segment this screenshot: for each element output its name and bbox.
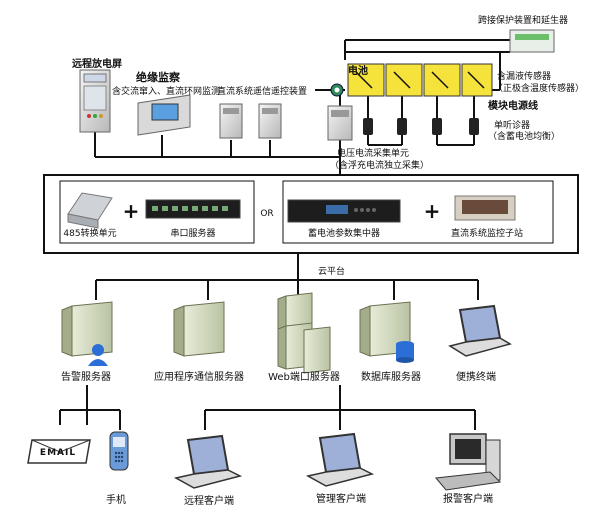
leak-sensor-label-1: 含漏液传感器 [497, 72, 552, 82]
app-server-label: 应用程序通信服务器 [154, 372, 244, 383]
cross-protection-device [509, 29, 555, 53]
alarm-client-desktop [435, 433, 502, 491]
dc-monitor-station [454, 195, 516, 221]
alarm-server-label: 告警服务器 [61, 372, 111, 383]
plus-icon-2: + [424, 199, 441, 223]
single-diag-label-2: （含蓄电池均衡） [488, 132, 561, 142]
cloud-bus [59, 253, 479, 430]
battery-clamps [363, 118, 479, 135]
email-label: EMAIL [39, 448, 77, 458]
portable-terminal [448, 304, 512, 357]
leak-sensor-label-2: （正极含温度传感器） [494, 84, 585, 94]
dc-remote-device-2 [258, 103, 282, 139]
battery-string [347, 63, 493, 97]
current-clamp-sensor [330, 83, 344, 97]
web-server [277, 292, 331, 374]
portable-terminal-label: 便携终端 [456, 372, 496, 383]
battery-concentrator [287, 199, 401, 223]
remote-client-label: 远程客户端 [184, 496, 234, 507]
single-diag-label-1: 单听诊器 [494, 121, 531, 131]
plus-icon-1: + [123, 199, 140, 223]
converter-485 [67, 192, 113, 229]
insulation-title-label: 绝缘监察 [136, 71, 180, 84]
remote-discharge-cabinet [79, 69, 111, 133]
svg-text:+: + [123, 199, 140, 223]
dc-remote-device-1 [219, 103, 243, 139]
email-envelope [27, 439, 91, 464]
alarm-client-label: 报警客户端 [443, 494, 493, 505]
battery-label: 电池 [348, 66, 368, 77]
web-server-label: Web端口服务器 [268, 372, 340, 383]
mobile-phone [109, 431, 129, 471]
cross-protect-label: 跨接保护装置和延生器 [477, 16, 569, 26]
svg-text:+: + [424, 199, 441, 223]
remote-client-laptop [173, 434, 243, 489]
mgmt-client-laptop [305, 432, 375, 487]
module-power-label: 模块电源线 [488, 101, 538, 112]
mgmt-client-label: 管理客户端 [316, 494, 366, 505]
app-comm-server [173, 301, 225, 357]
database-server [359, 301, 414, 363]
remote-discharge-label: 远程放电屏 [72, 59, 122, 70]
converter-485-label: 485转换单元 [63, 229, 117, 239]
insulation-sub-label: 含交流窜入、直流环网监测 [111, 87, 221, 97]
serial-server-label: 串口服务器 [170, 229, 216, 239]
serial-server [145, 199, 241, 219]
db-server-label: 数据库服务器 [361, 372, 421, 383]
or-label: OR [260, 209, 274, 219]
voltage-unit-label-1: 电压电流采集单元 [337, 149, 410, 159]
phone-label: 手机 [106, 495, 126, 506]
insulation-monitor [137, 94, 191, 136]
cloud-platform-label: 云平台 [318, 267, 346, 277]
alarm-server [61, 301, 113, 366]
dc-monitor-station-label: 直流系统监控子站 [450, 229, 524, 239]
voltage-unit-label-2: （含浮充电流独立采集） [330, 161, 430, 171]
battery-concentrator-label: 蓄电池参数集中器 [307, 229, 381, 239]
voltage-current-collector [327, 105, 353, 141]
collector-box [43, 174, 579, 254]
dc-remote-label: 直流系统遥信遥控装置 [216, 87, 308, 97]
